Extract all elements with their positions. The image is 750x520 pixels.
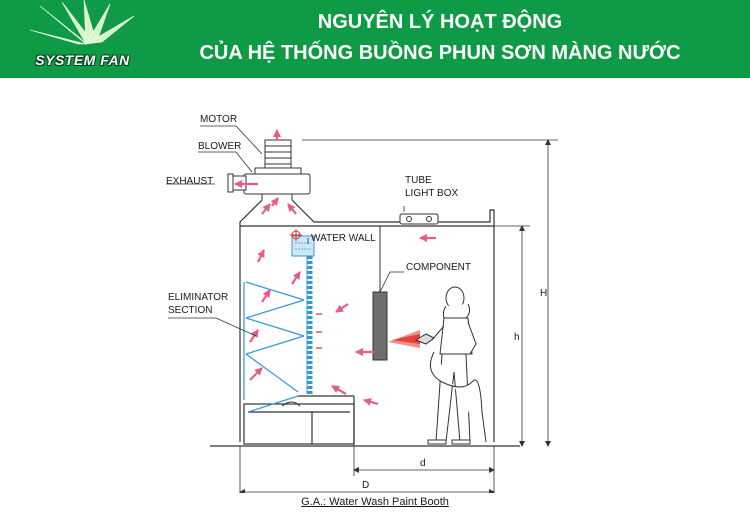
diagram-caption: G.A.: Water Wash Paint Booth — [301, 496, 449, 508]
logo-text: SYSTEM FAN — [35, 52, 130, 68]
component — [372, 226, 388, 361]
painter-figure — [414, 286, 487, 445]
airflow-arrows — [234, 129, 436, 406]
booth-outline — [210, 199, 520, 447]
dim-label-h: h — [514, 332, 520, 343]
label-tube: TUBE — [405, 175, 432, 186]
logo-icon — [29, 0, 135, 45]
page-title-line2: CỦA HỆ THỐNG BUỒNG PHUN SƠN MÀNG NƯỚC — [199, 42, 681, 64]
label-component: COMPONENT — [406, 262, 471, 273]
booth-diagram: MOTOR BLOWER EXHAUST TUBE LIGHT BOX WATE… — [166, 114, 558, 493]
page-title-line1: NGUYÊN LÝ HOẠT ĐỘNG — [317, 11, 563, 33]
dimension-lines — [239, 139, 558, 493]
label-eliminator: ELIMINATOR — [168, 292, 228, 303]
eliminator-baffles — [243, 281, 305, 413]
label-light-box: LIGHT BOX — [405, 188, 458, 199]
label-water-wall: WATER WALL — [311, 233, 376, 244]
dim-label-D: D — [362, 480, 369, 491]
dim-label-d: d — [420, 458, 426, 469]
water-wall — [290, 229, 315, 394]
label-motor: MOTOR — [200, 114, 237, 125]
leader-lines — [166, 125, 405, 337]
label-blower: BLOWER — [198, 141, 241, 152]
label-exhaust: EXHAUST — [166, 176, 213, 187]
light-box-tube — [399, 213, 439, 225]
water-wall-marks — [316, 313, 322, 349]
header-banner: SYSTEM FAN NGUYÊN LÝ HOẠT ĐỘNG CỦA HỆ TH… — [0, 0, 750, 78]
label-section: SECTION — [168, 305, 212, 316]
dim-label-H: H — [540, 288, 547, 299]
spray-cone — [388, 330, 420, 348]
motor-assembly — [227, 139, 311, 200]
